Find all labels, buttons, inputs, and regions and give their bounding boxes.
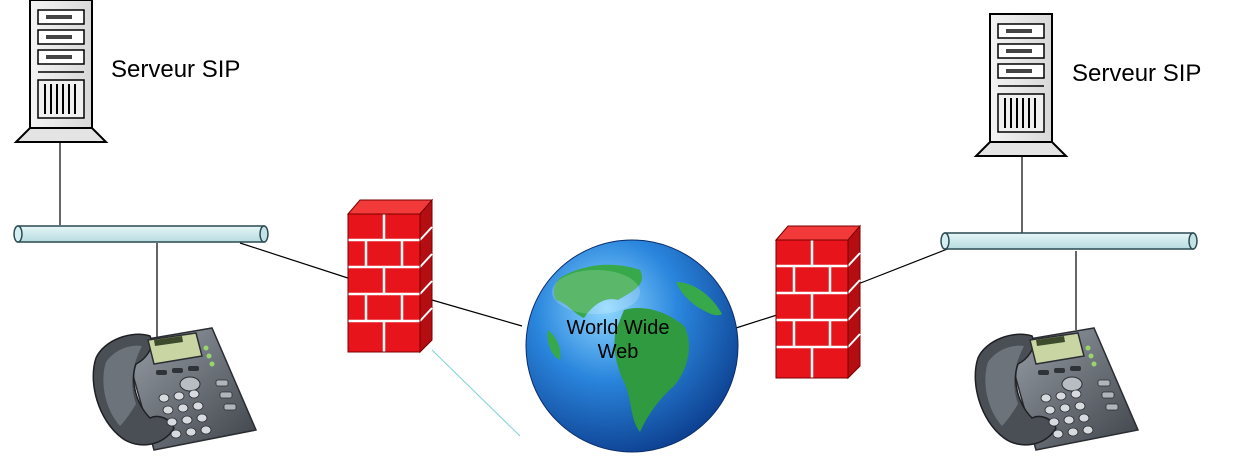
- internet-label: World Wide Web: [548, 316, 688, 364]
- right-firewall-lan-link: [857, 247, 951, 285]
- server-icon: [15, 0, 107, 143]
- right-globe-firewall-link: [735, 313, 781, 329]
- globe-icon: [525, 239, 739, 453]
- server-icon: [975, 13, 1067, 157]
- firewall-icon: [346, 198, 434, 354]
- left-server-label: Serveur SIP: [111, 56, 241, 83]
- stray-connector-line: [431, 349, 521, 437]
- left-lan-firewall-link: [239, 242, 355, 281]
- firewall-icon: [774, 224, 862, 380]
- left-firewall-globe-link: [431, 299, 523, 327]
- ip-phone-icon: [92, 327, 257, 451]
- internet-label-line2: Web: [597, 341, 639, 363]
- left-lan-bus: [13, 225, 269, 243]
- right-lan-bus: [940, 232, 1198, 250]
- right-server-label: Serveur SIP: [1072, 60, 1202, 87]
- internet-label-line1: World Wide: [566, 317, 670, 339]
- ip-phone-icon: [974, 327, 1139, 451]
